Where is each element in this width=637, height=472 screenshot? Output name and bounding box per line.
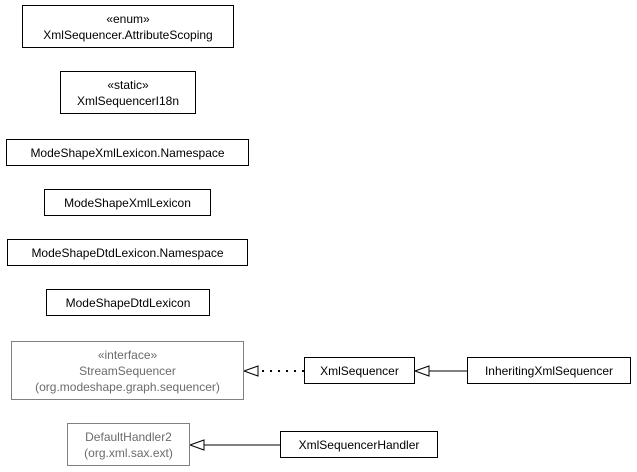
class-modeshape-dtd-lexicon-namespace[interactable]: ModeShapeDtdLexicon.Namespace <box>7 239 248 266</box>
class-name: ModeShapeXmlLexicon.Namespace <box>30 145 225 160</box>
class-xml-sequencer-attribute-scoping[interactable]: «enum» XmlSequencer.AttributeScoping <box>22 5 234 48</box>
class-xml-sequencer[interactable]: XmlSequencer <box>304 357 415 384</box>
realization-arrowhead <box>242 365 259 377</box>
class-name: ModeShapeXmlLexicon <box>64 195 191 210</box>
class-name: XmlSequencer <box>320 363 399 378</box>
class-name: XmlSequencer.AttributeScoping <box>43 27 213 42</box>
class-xml-sequencer-i18n[interactable]: «static» XmlSequencerI18n <box>60 71 196 114</box>
interface-stream-sequencer[interactable]: «interface» StreamSequencer (org.modesha… <box>11 341 244 400</box>
class-name: DefaultHandler2 <box>85 429 172 444</box>
class-name: StreamSequencer <box>79 363 176 378</box>
stereotype-label: «enum» <box>106 11 150 26</box>
class-name: ModeShapeDtdLexicon <box>65 295 191 310</box>
class-default-handler2[interactable]: DefaultHandler2 (org.xml.sax.ext) <box>67 423 190 466</box>
stereotype-label: «static» <box>107 77 149 92</box>
class-name: XmlSequencerHandler <box>298 437 420 452</box>
generalization-arrowhead-inheriting <box>413 365 430 377</box>
class-modeshape-dtd-lexicon[interactable]: ModeShapeDtdLexicon <box>46 289 210 316</box>
class-inheriting-xml-sequencer[interactable]: InheritingXmlSequencer <box>467 357 631 384</box>
stereotype-label: «interface» <box>97 347 158 362</box>
class-name: XmlSequencerI18n <box>76 93 180 108</box>
class-name: InheritingXmlSequencer <box>484 363 614 378</box>
class-modeshape-xml-lexicon-namespace[interactable]: ModeShapeXmlLexicon.Namespace <box>6 139 249 166</box>
generalization-arrowhead-handler <box>188 439 205 451</box>
class-xml-sequencer-handler[interactable]: XmlSequencerHandler <box>280 431 438 458</box>
class-name: ModeShapeDtdLexicon.Namespace <box>31 245 224 260</box>
class-modeshape-xml-lexicon[interactable]: ModeShapeXmlLexicon <box>44 189 211 216</box>
package-label: (org.modeshape.graph.sequencer) <box>35 379 220 394</box>
package-label: (org.xml.sax.ext) <box>84 445 173 460</box>
